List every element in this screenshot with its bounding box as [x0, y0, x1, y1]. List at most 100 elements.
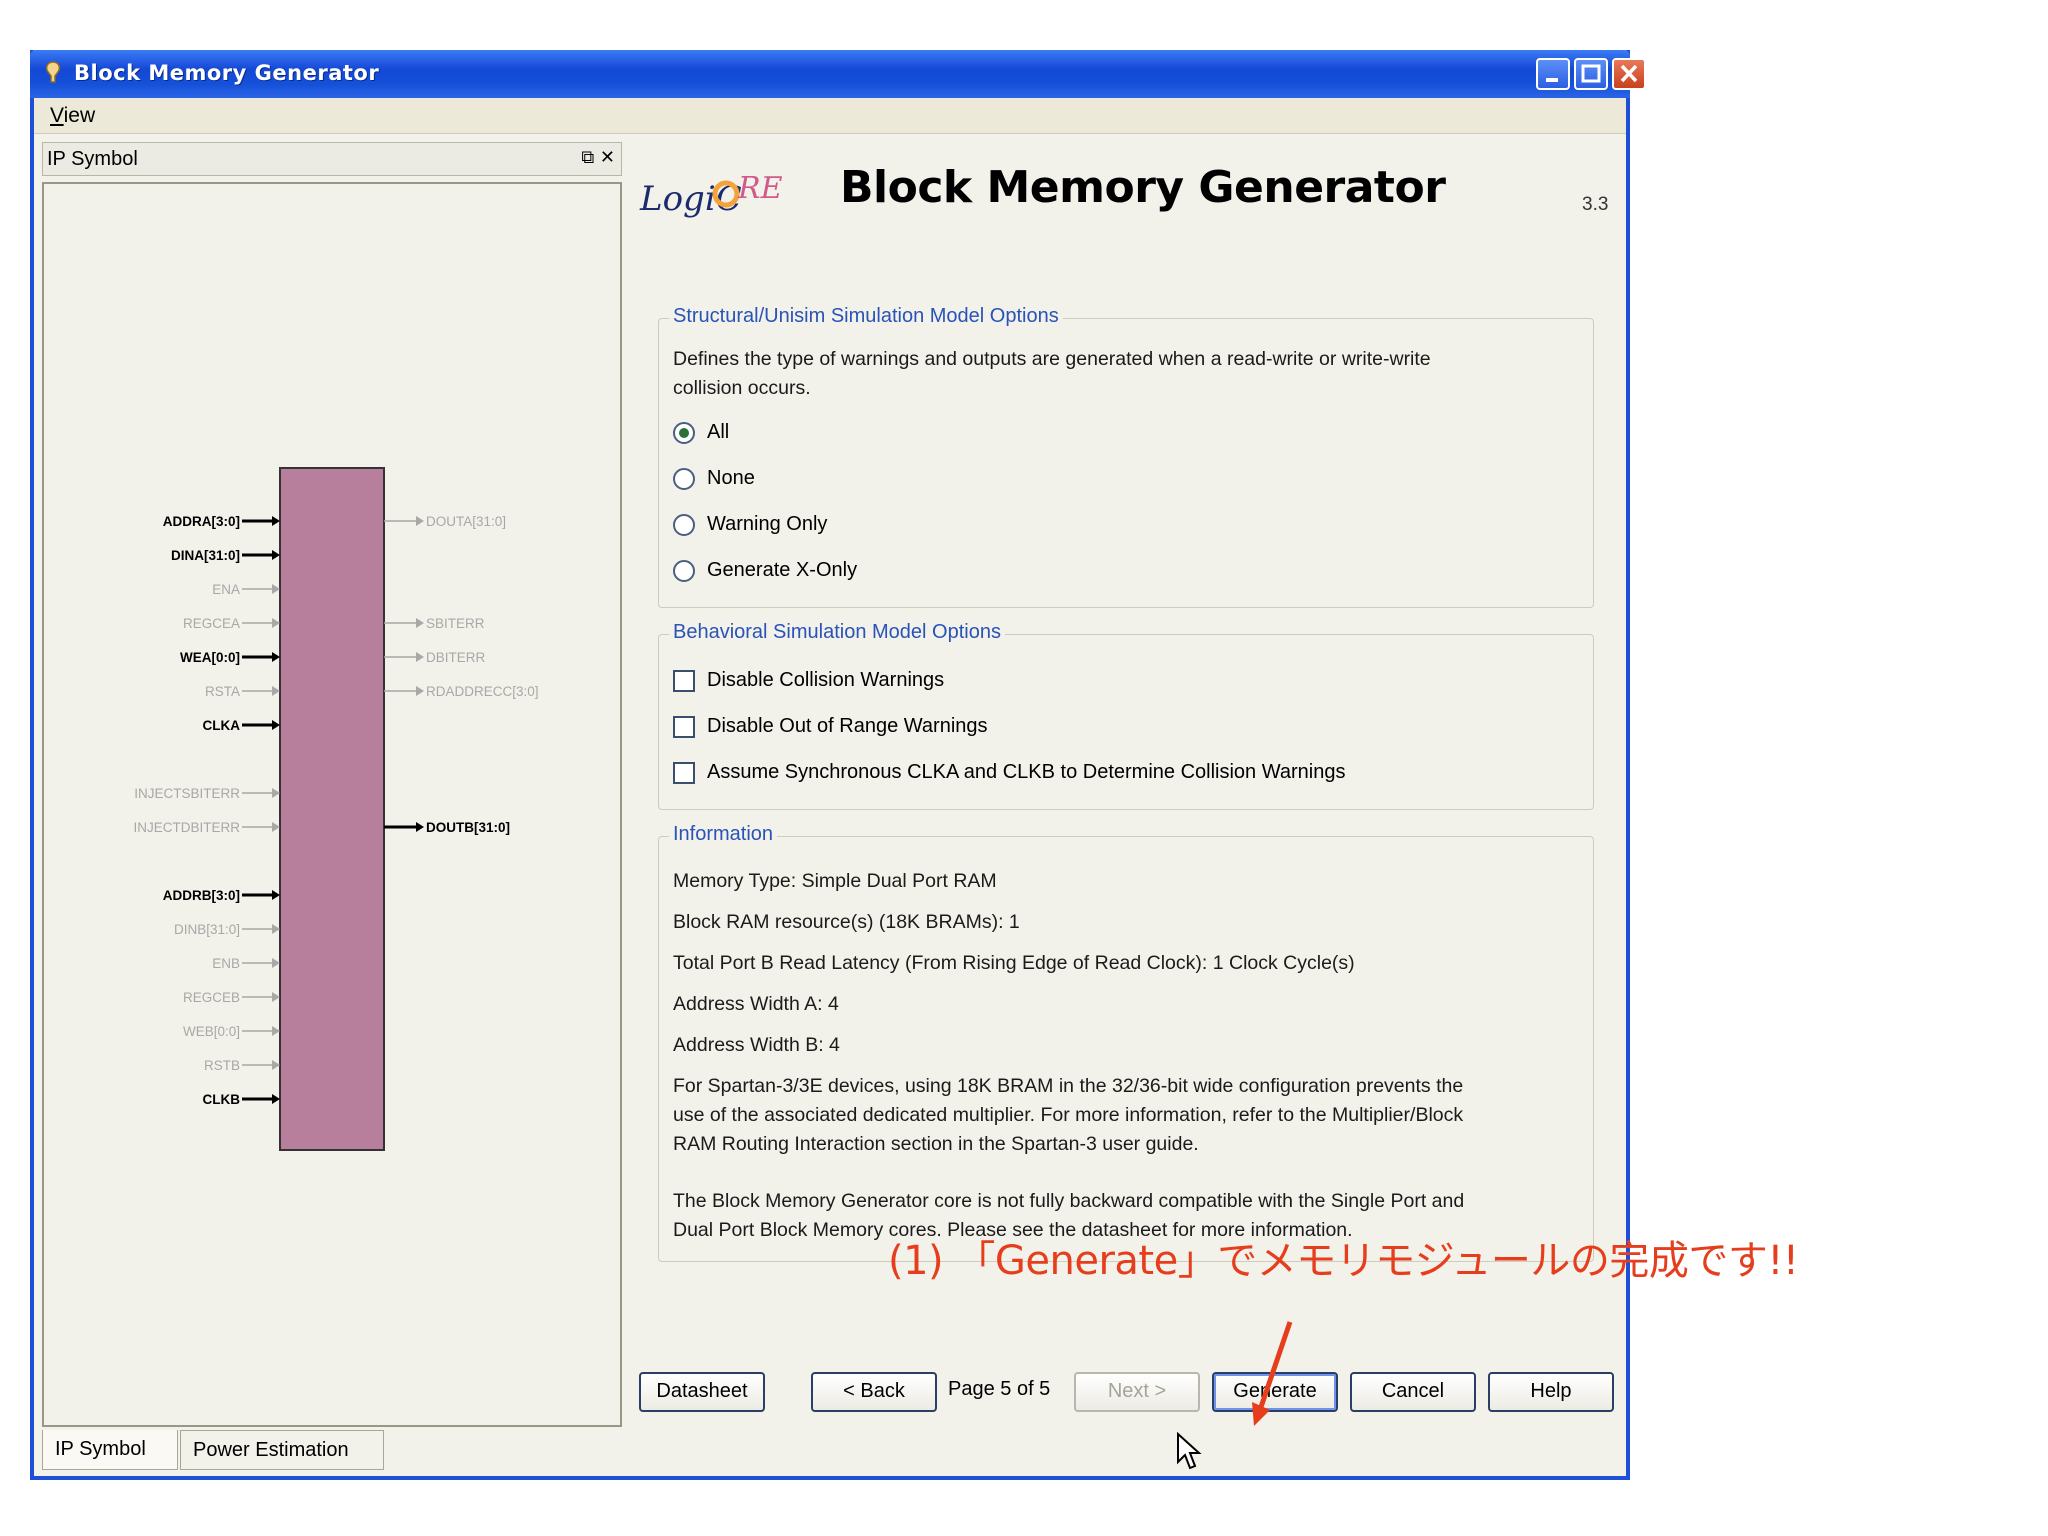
close-window-button[interactable] — [1612, 58, 1646, 90]
info-note1-line3: RAM Routing Interaction section in the S… — [673, 1133, 1199, 1155]
radio-none-label: None — [707, 467, 755, 489]
mouse-cursor-icon — [1177, 1432, 1202, 1470]
memory-block — [279, 467, 385, 1151]
svg-text:INJECTDBITERR: INJECTDBITERR — [133, 820, 240, 835]
version-label: 3.3 — [1582, 194, 1609, 215]
tab-power-estimation[interactable]: Power Estimation — [180, 1430, 384, 1470]
info-note1-line1: For Spartan-3/3E devices, using 18K BRAM… — [673, 1075, 1464, 1097]
radio-all-indicator[interactable] — [673, 422, 695, 444]
svg-text:ADDRB[3:0]: ADDRB[3:0] — [163, 888, 240, 903]
left-tabs: IP Symbol Power Estimation — [42, 1428, 622, 1472]
svg-text:ENB: ENB — [212, 956, 240, 971]
svg-text:DOUTB[31:0]: DOUTB[31:0] — [426, 820, 510, 835]
panel-header-buttons[interactable]: ⧉ ✕ — [581, 147, 615, 168]
pin-right-3: RDADDRECC[3:0] — [384, 684, 539, 699]
annotation-text: (1) 「Generate」でメモリモジュールの完成です!! — [888, 1238, 1799, 1284]
pin-left-9: ADDRB[3:0] — [163, 888, 280, 903]
pin-left-15: CLKB — [203, 1092, 280, 1107]
next-button[interactable]: Next > — [1074, 1372, 1200, 1412]
main-panel: LogiC RE Block Memory Generator 3.3 Stru… — [634, 142, 1624, 1472]
info-address-width-a: Address Width A: 4 — [673, 993, 839, 1015]
radio-none-indicator[interactable] — [673, 468, 695, 490]
info-note2-line2: Dual Port Block Memory cores. Please see… — [673, 1219, 1353, 1241]
pin-left-7: INJECTSBITERR — [134, 786, 280, 801]
cancel-button[interactable]: Cancel — [1350, 1372, 1476, 1412]
svg-text:SBITERR: SBITERR — [426, 616, 485, 631]
window-title: Block Memory Generator — [74, 61, 380, 85]
radio-all-label: All — [707, 421, 730, 443]
info-note1-line2: use of the associated dedicated multipli… — [673, 1104, 1464, 1126]
information-group: Information Memory Type: Simple Dual Por… — [658, 823, 1594, 1262]
structural-description-2: collision occurs. — [673, 377, 811, 399]
svg-text:DBITERR: DBITERR — [426, 650, 486, 665]
pin-left-11: ENB — [212, 956, 280, 971]
checkbox-disable-out-of-range-label: Disable Out of Range Warnings — [707, 715, 988, 737]
svg-text:CLKB: CLKB — [203, 1092, 241, 1107]
radio-warning-only-label: Warning Only — [707, 513, 828, 535]
svg-text:WEB[0:0]: WEB[0:0] — [183, 1024, 240, 1039]
tab-ip-symbol[interactable]: IP Symbol — [42, 1430, 178, 1470]
info-note2-line1: The Block Memory Generator core is not f… — [673, 1190, 1465, 1212]
pin-left-0: ADDRA[3:0] — [163, 514, 280, 529]
minimize-button[interactable] — [1536, 58, 1570, 90]
pin-left-1: DINA[31:0] — [171, 548, 280, 563]
pin-left-8: INJECTDBITERR — [133, 820, 280, 835]
title-bar[interactable]: Block Memory Generator — [30, 50, 1646, 98]
maximize-button[interactable] — [1574, 58, 1608, 90]
menu-view-mnemonic: V — [50, 104, 64, 127]
radio-warning-only-indicator[interactable] — [673, 514, 695, 536]
menu-view[interactable]: View — [50, 104, 95, 128]
pin-left-10: DINB[31:0] — [174, 922, 280, 937]
datasheet-button[interactable]: Datasheet — [639, 1372, 765, 1412]
svg-text:ADDRA[3:0]: ADDRA[3:0] — [163, 514, 240, 529]
pin-left-14: RSTB — [204, 1058, 280, 1073]
ip-symbol-panel: IP Symbol ⧉ ✕ ADDRA[3:0] DINA[31:0] ENA REG… — [42, 142, 624, 1472]
app-window: Block Memory Generator View IP Symbol ⧉ … — [30, 50, 1646, 1480]
pin-left-6: CLKA — [203, 718, 280, 733]
logicore-logo: LogiC RE — [638, 158, 788, 232]
back-button[interactable]: < Back — [811, 1372, 937, 1412]
svg-text:WEA[0:0]: WEA[0:0] — [180, 650, 240, 665]
minimize-icon — [1546, 78, 1558, 82]
app-icon — [45, 61, 61, 83]
svg-text:RSTB: RSTB — [204, 1058, 240, 1073]
pin-right-1: SBITERR — [384, 616, 485, 631]
close-icon — [1620, 64, 1638, 83]
page-title: Block Memory Generator — [840, 162, 1446, 213]
svg-text:RDADDRECC[3:0]: RDADDRECC[3:0] — [426, 684, 539, 699]
pin-left-13: WEB[0:0] — [183, 1024, 280, 1039]
pin-left-2: ENA — [212, 582, 280, 597]
checkbox-assume-synchronous-label: Assume Synchronous CLKA and CLKB to Dete… — [707, 761, 1346, 783]
maximize-icon — [1581, 64, 1601, 83]
pin-right-0: DOUTA[31:0] — [384, 514, 506, 529]
pin-right-2: DBITERR — [384, 650, 486, 665]
behavioral-options-group: Behavioral Simulation Model Options Disa… — [658, 621, 1594, 810]
checkbox-disable-collision-label: Disable Collision Warnings — [707, 669, 945, 691]
annotation-arrow-icon — [1252, 1321, 1293, 1426]
menu-bar: View — [34, 98, 1626, 134]
info-memory-type: Memory Type: Simple Dual Port RAM — [673, 870, 997, 892]
panel-title: IP Symbol — [47, 148, 138, 170]
ip-symbol-diagram: ADDRA[3:0] DINA[31:0] ENA REGCEA WEA[0:0] RST… — [133, 467, 539, 1151]
checkbox-assume-synchronous-box[interactable] — [673, 762, 695, 784]
help-button[interactable]: Help — [1488, 1372, 1614, 1412]
info-latency: Total Port B Read Latency (From Rising E… — [673, 952, 1355, 974]
menu-view-label: iew — [63, 104, 96, 127]
logicore-logo-icon: LogiC RE — [639, 171, 783, 219]
pin-right-4: DOUTB[31:0] — [384, 820, 510, 835]
checkbox-disable-collision-box[interactable] — [673, 670, 695, 692]
information-legend: Information — [669, 823, 778, 846]
svg-text:DOUTA[31:0]: DOUTA[31:0] — [426, 514, 506, 529]
checkbox-disable-out-of-range-box[interactable] — [673, 716, 695, 738]
pin-left-4: WEA[0:0] — [180, 650, 280, 665]
svg-text:REGCEB: REGCEB — [183, 990, 240, 1005]
panel-header: IP Symbol ⧉ ✕ — [42, 142, 622, 176]
svg-text:REGCEA: REGCEA — [183, 616, 240, 631]
logo-sun-icon — [712, 180, 740, 208]
logo-text-1: LogiC — [639, 179, 742, 219]
radio-generate-x-only-indicator[interactable] — [673, 560, 695, 582]
svg-text:ENA: ENA — [212, 582, 240, 597]
structural-fieldset: Structural/Unisim Simulation Model Optio… — [658, 305, 1594, 608]
svg-text:CLKA: CLKA — [203, 718, 241, 733]
structural-legend: Structural/Unisim Simulation Model Optio… — [669, 305, 1063, 328]
